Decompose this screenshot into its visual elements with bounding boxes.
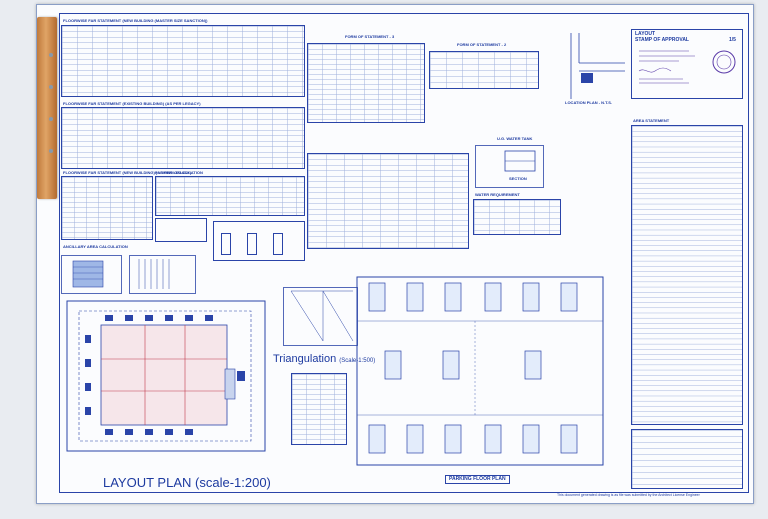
floor-area-table-2	[61, 107, 305, 169]
approval-seal	[712, 50, 736, 74]
parking-floor-plan	[356, 276, 604, 466]
declaration-box	[631, 429, 743, 489]
punch-hole	[49, 53, 53, 57]
drawing-frame	[59, 13, 749, 493]
floor-area-table-1	[61, 25, 305, 97]
table-title-ancillary: ANCILLARY AREA CALCULATION	[63, 244, 128, 249]
water-req-title: WATER REQUIREMENT	[475, 192, 520, 197]
site-hatch-sketch	[61, 255, 122, 294]
car-stall	[221, 233, 231, 255]
table-title-floor-area-1: FLOORWISE FAR STATEMENT (NEW BUILDING (M…	[63, 18, 208, 23]
parking-detail-box	[155, 218, 207, 242]
parking-plan-title: PARKING FLOOR PLAN	[445, 475, 510, 484]
car-stall	[247, 233, 257, 255]
stamp-title: LAYOUT	[635, 31, 656, 37]
table-title-parking: PARKING CALCULATION	[155, 170, 203, 175]
footer-note: This document generated drawing is as fi…	[557, 493, 700, 497]
stamp-page: 1/5	[729, 37, 736, 43]
drawing-sheet: FLOORWISE FAR STATEMENT (NEW BUILDING (M…	[36, 4, 754, 504]
area-statement-table	[631, 125, 743, 425]
area-statement-title: AREA STATEMENT	[633, 118, 670, 123]
table-title-floor-area-2: FLOORWISE FAR STATEMENT (EXISTING BUILDI…	[63, 101, 201, 106]
form2-title: FORM OF STATEMENT - 2	[457, 42, 507, 47]
car-stall	[273, 233, 283, 255]
triangulation-sketch	[283, 287, 358, 346]
form2-table	[429, 51, 539, 89]
layout-plan-drawing	[66, 300, 266, 452]
water-tank-section	[475, 145, 544, 188]
triangulation-table	[291, 373, 347, 445]
binder-clip	[37, 17, 57, 199]
water-req-table	[473, 199, 561, 235]
triangulation-label: Triangulation	[273, 353, 337, 365]
table-title-floor-area-3: FLOORWISE FAR STATEMENT (NEW BUILDING) (…	[63, 170, 192, 175]
area-breakdown-table	[307, 153, 469, 249]
layout-plan-title: LAYOUT PLAN (scale-1:200)	[103, 475, 271, 490]
punch-hole	[49, 85, 53, 89]
stamp-text-scribble	[638, 50, 695, 84]
layout-plan-scale: (scale-1:200)	[195, 475, 271, 490]
parking-calc-table	[155, 176, 305, 216]
location-plan-label: LOCATION PLAN - N.T.S.	[565, 100, 613, 105]
form1-table	[307, 43, 425, 123]
location-plan	[570, 33, 625, 99]
floor-area-table-3	[61, 176, 153, 240]
stamp-box	[631, 29, 743, 99]
form1-title: FORM OF STATEMENT - 3	[345, 34, 395, 39]
site-hatch-sketch-2	[129, 255, 196, 294]
punch-hole	[49, 149, 53, 153]
layout-plan-label: LAYOUT PLAN	[103, 475, 192, 490]
section-label: SECTION	[509, 176, 527, 181]
parking-sketch-box	[213, 221, 305, 261]
stamp-approval: STAMP OF APPROVAL	[635, 37, 689, 43]
punch-hole	[49, 117, 53, 121]
water-tank-title: U.G. WATER TANK	[497, 136, 533, 141]
